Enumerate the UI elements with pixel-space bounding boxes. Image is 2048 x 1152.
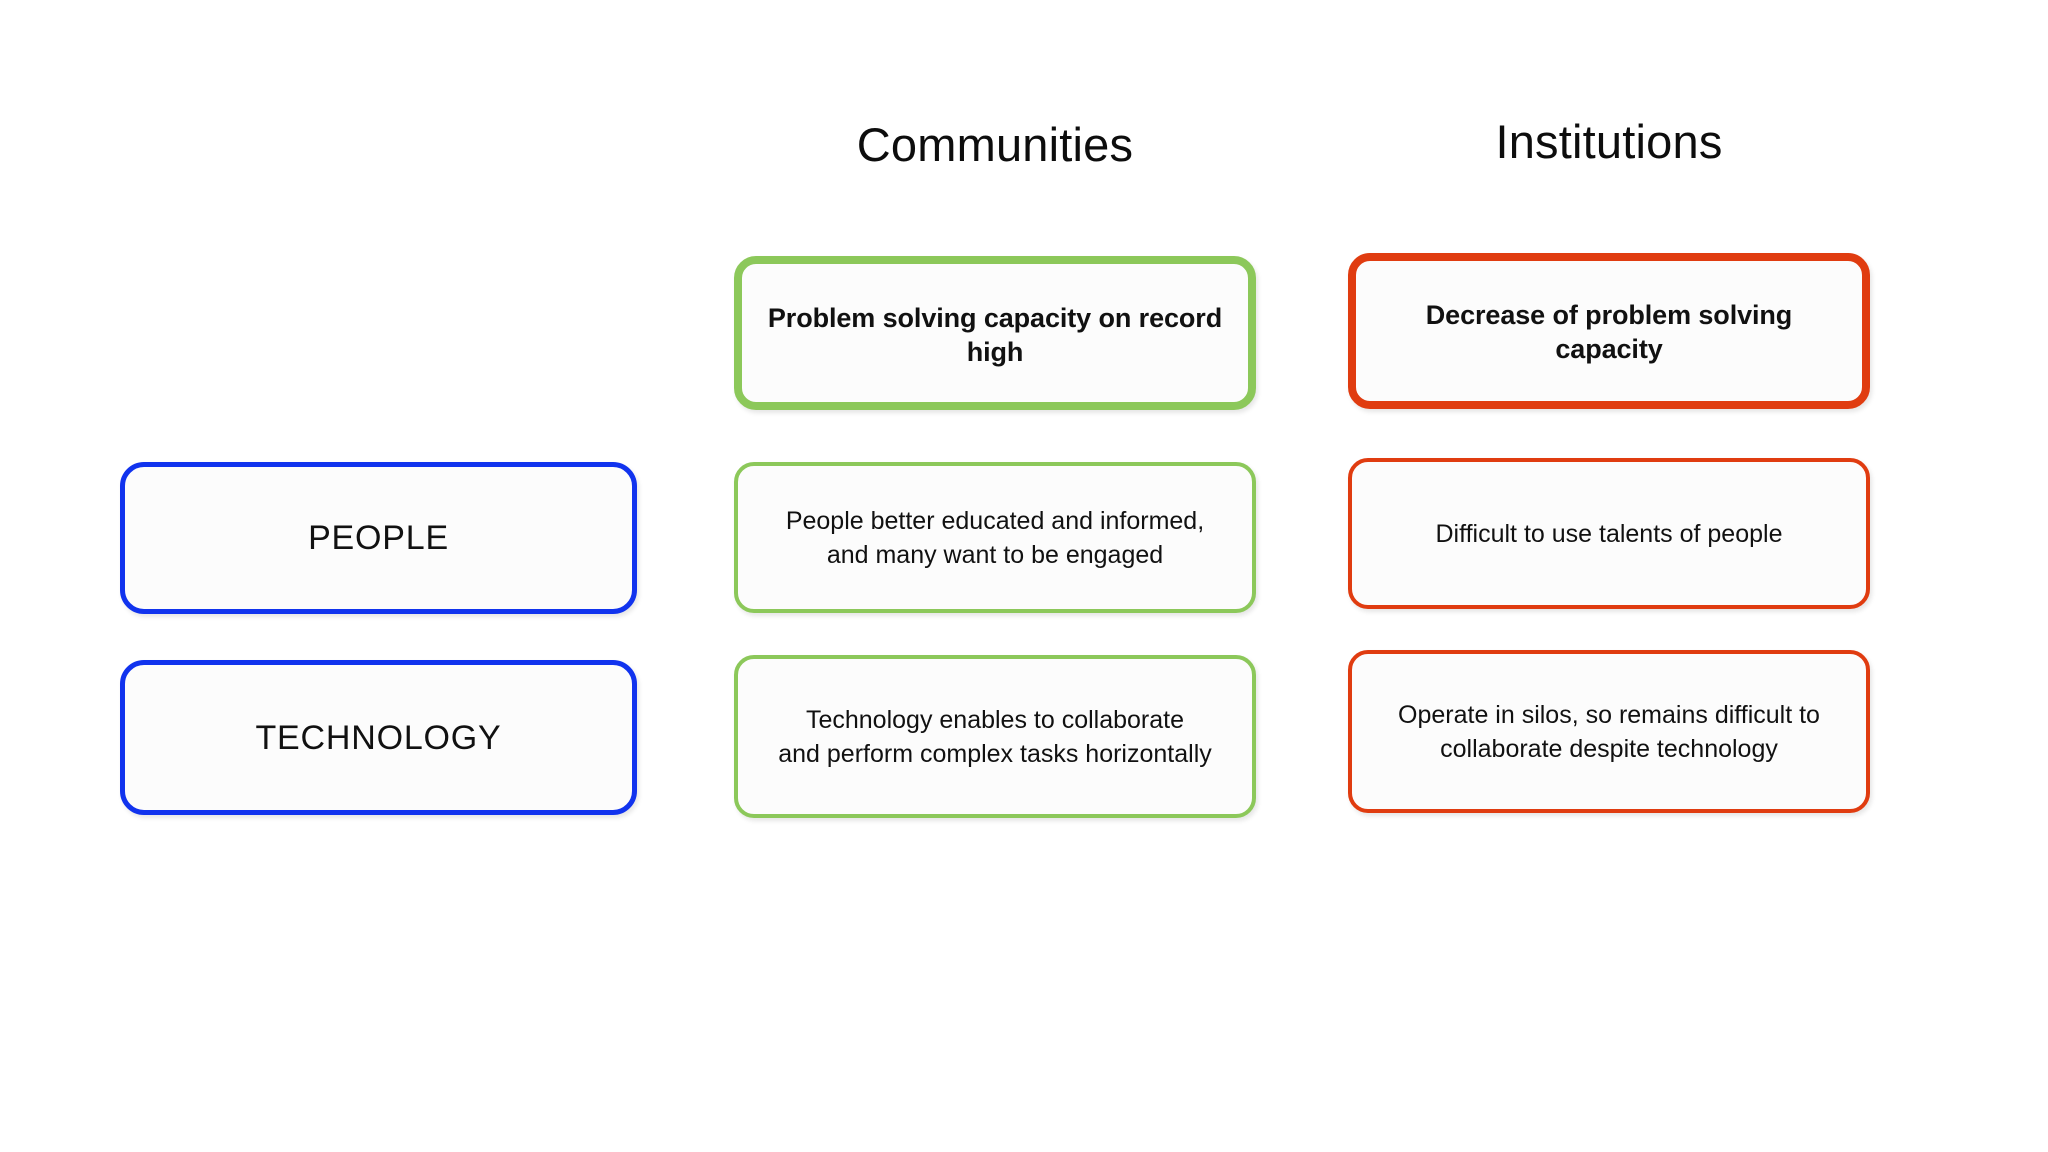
card-institutions-people[interactable]: Difficult to use talents of people (1348, 458, 1870, 609)
card-institutions-summary[interactable]: Decrease of problem solving capacity (1348, 253, 1870, 409)
card-communities-people-text: People better educated and informed, and… (785, 506, 1205, 569)
row-label-technology-text: TECHNOLOGY (255, 718, 502, 757)
column-header-communities: Communities (856, 118, 1134, 171)
card-communities-summary[interactable]: Problem solving capacity on record high (734, 256, 1256, 410)
row-label-card-technology[interactable]: TECHNOLOGY (120, 660, 637, 815)
card-institutions-summary-text: Decrease of problem solving capacity (1425, 300, 1793, 364)
card-institutions-technology[interactable]: Operate in silos, so remains difficult t… (1348, 650, 1870, 813)
card-institutions-people-text: Difficult to use talents of people (1435, 519, 1783, 548)
column-header-institutions: Institutions (1495, 115, 1723, 168)
card-communities-technology-text: Technology enables to collaborate and pe… (778, 705, 1212, 768)
card-communities-technology[interactable]: Technology enables to collaborate and pe… (734, 655, 1256, 818)
card-institutions-technology-text: Operate in silos, so remains difficult t… (1398, 700, 1820, 763)
row-label-people-text: PEOPLE (308, 519, 449, 557)
card-communities-summary-text: Problem solving capacity on record high (767, 303, 1223, 367)
row-label-card-people[interactable]: PEOPLE (120, 462, 637, 614)
card-communities-people[interactable]: People better educated and informed, and… (734, 462, 1256, 613)
